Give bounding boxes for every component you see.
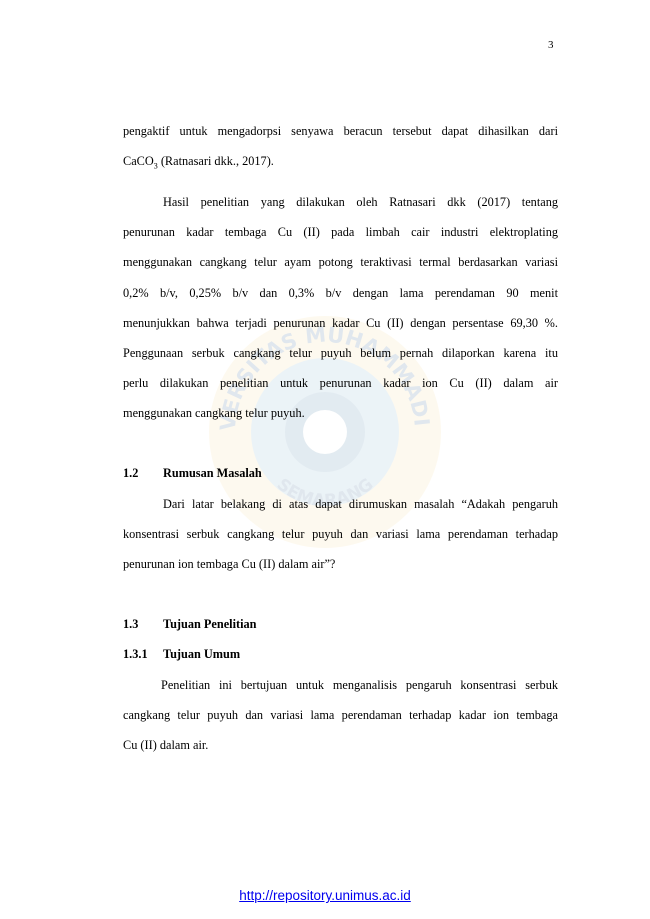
text-line: penurunan ion tembaga Cu (II) dalam air”… bbox=[123, 557, 336, 572]
paragraph-tujuan-umum: Penelitian ini bertujuan untuk menganali… bbox=[123, 670, 558, 761]
text-line: menunjukkan bahwa terjadi penurunan kada… bbox=[123, 315, 558, 330]
text-line: menggunakan cangkang telur ayam potong t… bbox=[123, 255, 558, 270]
section-number: 1.3 bbox=[123, 617, 139, 631]
section-heading-1-2: 1.2 Rumusan Masalah bbox=[123, 466, 262, 481]
text-line: penurunan kadar tembaga Cu (II) pada lim… bbox=[123, 225, 558, 240]
paragraph-continuation: pengaktif untuk mengadorpsi senyawa bera… bbox=[123, 116, 558, 182]
text-line: 0,2% b/v, 0,25% b/v dan 0,3% b/v dengan … bbox=[123, 285, 558, 300]
page-number: 3 bbox=[548, 39, 554, 51]
text-line: cangkang telur puyuh dan variasi lama pe… bbox=[123, 708, 558, 723]
text-line: Cu (II) dalam air. bbox=[123, 738, 209, 753]
section-heading-1-3: 1.3 Tujuan Penelitian bbox=[123, 617, 257, 632]
text-line: Penggunaan serbuk cangkang telur puyuh b… bbox=[123, 346, 558, 361]
section-number: 1.3.1 bbox=[123, 647, 148, 661]
text-line: perlu dilakukan penelitian untuk penurun… bbox=[123, 376, 558, 391]
section-title: Rumusan Masalah bbox=[163, 466, 262, 480]
section-title: Tujuan Umum bbox=[163, 647, 241, 661]
section-title: Tujuan Penelitian bbox=[163, 617, 257, 631]
section-heading-1-3-1: 1.3.1 Tujuan Umum bbox=[123, 647, 240, 662]
repository-link[interactable]: http://repository.unimus.ac.id bbox=[239, 888, 411, 903]
paragraph-rumusan-masalah: Dari latar belakang di atas dapat dirumu… bbox=[123, 489, 558, 580]
text-line: Hasil penelitian yang dilakukan oleh Rat… bbox=[163, 195, 558, 209]
text-line: menggunakan cangkang telur puyuh. bbox=[123, 406, 305, 421]
university-seal-watermark: UNIVERSITAS MUHAMMADIYAH SEMARANG bbox=[205, 312, 441, 548]
text-line: konsentrasi serbuk cangkang telur puyuh … bbox=[123, 527, 558, 542]
paragraph-hasil-penelitian: Hasil penelitian yang dilakukan oleh Rat… bbox=[123, 187, 558, 429]
text-line: pengaktif untuk mengadorpsi senyawa bera… bbox=[123, 124, 558, 138]
text-line: Penelitian ini bertujuan untuk menganali… bbox=[161, 678, 558, 692]
text-line: CaCO3 (Ratnasari dkk., 2017). bbox=[123, 154, 274, 171]
section-number: 1.2 bbox=[123, 466, 139, 480]
text-line: Dari latar belakang di atas dapat dirumu… bbox=[163, 497, 558, 511]
